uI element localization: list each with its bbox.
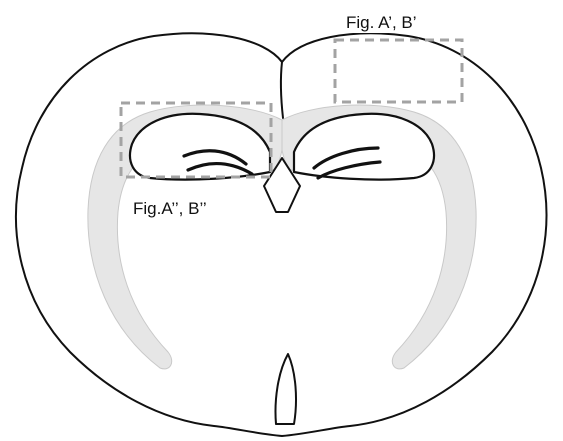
region-b-label: Fig.A’’, B’’ [131,199,209,219]
region-a-label: Fig. A’, B’ [344,13,419,33]
